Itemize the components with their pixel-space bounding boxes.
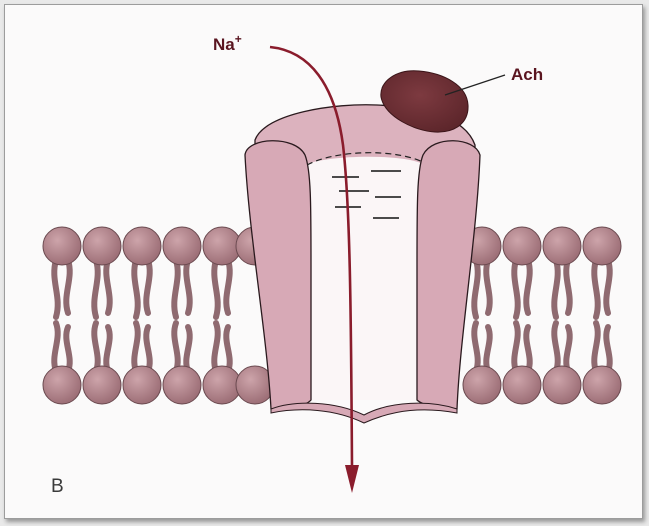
lipid-tail [474, 260, 477, 317]
lipid-tail [566, 260, 569, 313]
lipid-tail [214, 260, 217, 317]
channel-subunit-right [417, 141, 480, 409]
arrow-head [345, 465, 359, 493]
lipid-tail [66, 260, 69, 313]
ligand-label: Ach [511, 65, 543, 84]
lipid-tail [526, 260, 529, 313]
lipid-head [543, 366, 581, 404]
lipid-head [83, 366, 121, 404]
lipid-head [123, 227, 161, 265]
lipid-tail [94, 323, 97, 371]
lipid-tail [134, 323, 137, 371]
lipid-tail [186, 260, 189, 313]
lipid-tail [474, 323, 477, 371]
lipid-tail [54, 260, 57, 317]
lipid-tail [174, 323, 177, 371]
lipid-tail [526, 327, 529, 371]
lipid-tail [146, 260, 149, 313]
lipid-tail [134, 260, 137, 317]
lipid-tail [514, 323, 517, 371]
lipid-head [463, 366, 501, 404]
lipid-tail [106, 327, 109, 371]
lipid-tail [514, 260, 517, 317]
lipid-tail [66, 327, 69, 371]
lipid-head [503, 366, 541, 404]
channel-protein [245, 105, 480, 423]
lipid-tail [486, 327, 489, 371]
lipid-head [123, 366, 161, 404]
lipid-head [163, 366, 201, 404]
lipid-head [543, 227, 581, 265]
ion-channel-diagram: Na+ Ach B [5, 5, 642, 518]
lipid-tail [606, 260, 609, 313]
lipid-tail [146, 327, 149, 371]
ion-charge: + [235, 32, 242, 46]
lipid-tail [226, 260, 229, 313]
lipid-head [583, 227, 621, 265]
lipid-tail [186, 327, 189, 371]
lipid-tail [606, 327, 609, 371]
lipid-tail [174, 260, 177, 317]
lipid-head [43, 366, 81, 404]
lipid-tail [594, 323, 597, 371]
lipid-head [203, 366, 241, 404]
lipid-head [43, 227, 81, 265]
lipid-head [503, 227, 541, 265]
lipid-tail [106, 260, 109, 313]
channel-bottom-lip [271, 403, 457, 423]
lipid-tail [554, 323, 557, 371]
lipid-tail [594, 260, 597, 317]
lipid-head [83, 227, 121, 265]
lipid-head [203, 227, 241, 265]
lipid-head [163, 227, 201, 265]
lipid-tail [486, 260, 489, 313]
panel-label: B [51, 476, 64, 497]
lipid-tail [214, 323, 217, 371]
lipid-tail [566, 327, 569, 371]
lipid-tail [554, 260, 557, 317]
figure-panel: Na+ Ach B [4, 4, 643, 519]
lipid-head [583, 366, 621, 404]
channel-pore [305, 157, 425, 400]
lipid-tail [226, 327, 229, 371]
ion-label: Na+ [213, 32, 242, 54]
lipid-tail [54, 323, 57, 371]
lipid-tail [94, 260, 97, 317]
